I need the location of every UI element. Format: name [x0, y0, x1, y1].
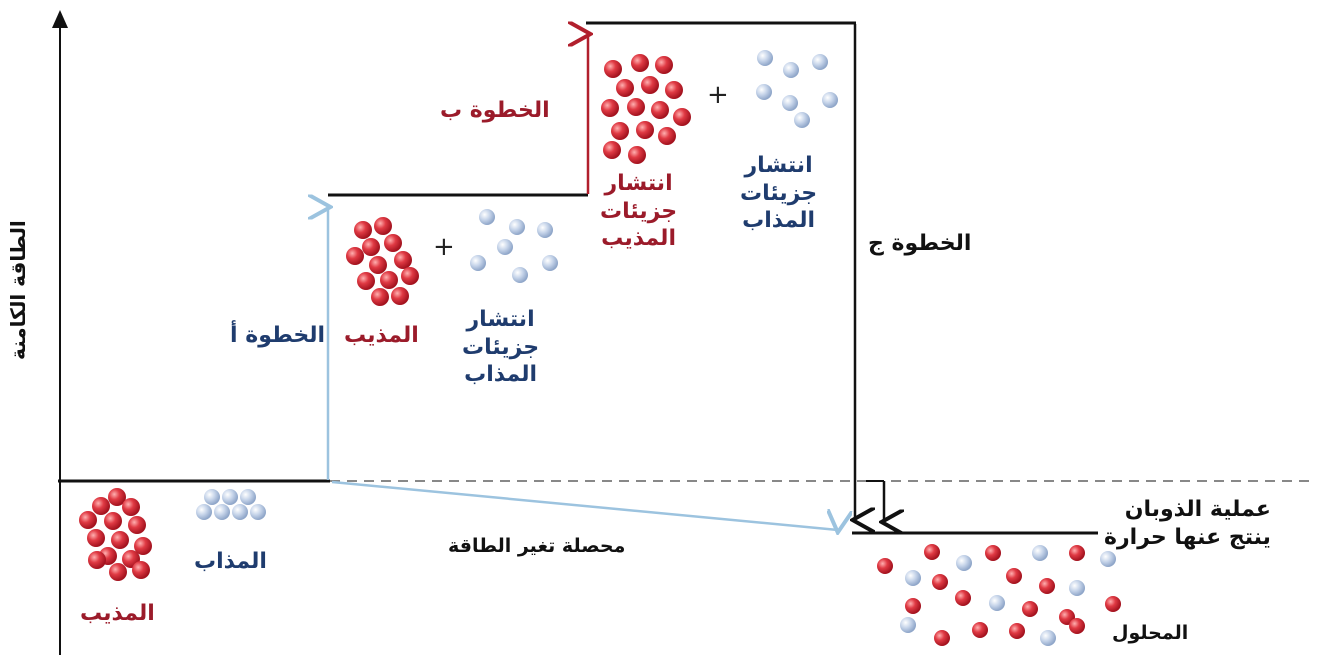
solution-label: المحلول: [1112, 622, 1189, 644]
step-b-label: الخطوة ب: [440, 98, 550, 123]
solvent-spread-step-b: [601, 54, 691, 164]
step-c-label: الخطوة ج: [868, 231, 972, 256]
step-a-label: الخطوة أ: [230, 323, 326, 348]
net-energy-change-label: محصلة تغير الطاقة: [448, 535, 626, 557]
solvent-label-step-a: المذيب: [344, 323, 419, 348]
plus-sign-step-b: +: [707, 80, 729, 110]
solute-spread-b-line-1: انتشار: [744, 153, 813, 178]
process-line-2: ينتج عنها حرارة: [1104, 524, 1271, 550]
solute-spread-b-line-2: جزيئات: [740, 180, 818, 206]
plus-sign-step-a: +: [433, 232, 455, 262]
solvent-spread-label: انتشار جزيئات المذيب: [600, 170, 677, 253]
solvent-spread-line-1: انتشار: [604, 171, 673, 196]
solute-spread-b-line-3: المذاب: [742, 208, 816, 233]
solvent-cluster-step-a: [346, 217, 419, 306]
net-energy-arrow: [331, 480, 838, 530]
solute-label-bottom: المذاب: [194, 549, 267, 574]
solute-spread-label-step-a: انتشار جزيئات المذاب: [462, 306, 539, 389]
solute-spread-step-a: [470, 209, 558, 283]
solvent-label-bottom: المذيب: [80, 601, 155, 626]
solute-spread-step-b: [756, 50, 838, 128]
dissolution-process-label: عملية الذوبان ينتج عنها حرارة: [1104, 496, 1271, 551]
solvent-cluster-bottom: [79, 488, 152, 581]
process-line-1: عملية الذوبان: [1124, 497, 1271, 522]
y-axis-label: الطاقة الكامنة: [6, 220, 30, 360]
solute-spread-line-1: انتشار: [466, 307, 535, 332]
solvent-spread-line-2: جزيئات: [600, 198, 678, 224]
solute-cluster-bottom: [196, 489, 266, 520]
solution-particles: [877, 544, 1121, 646]
solute-spread-line-3: المذاب: [464, 362, 538, 387]
solute-spread-line-2: جزيئات: [462, 334, 540, 360]
y-axis-arrowhead: [52, 10, 68, 28]
solute-spread-label-step-b: انتشار جزيئات المذاب: [740, 152, 817, 235]
solvent-spread-line-3: المذيب: [601, 226, 676, 251]
